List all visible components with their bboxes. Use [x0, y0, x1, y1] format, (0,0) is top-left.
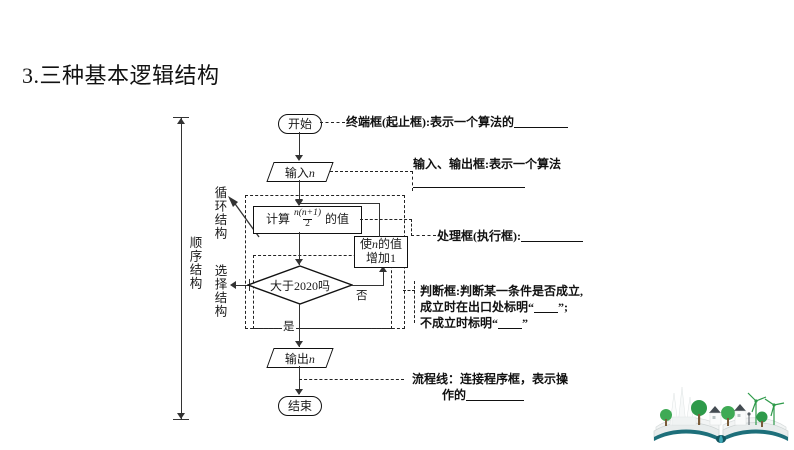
flowline-no-branch — [352, 285, 384, 286]
flow-node-input-var: n — [309, 165, 315, 180]
annotation-flowline: 流程线：连接程序框，表示操 作的 — [412, 371, 568, 403]
flow-node-output-var: n — [309, 351, 315, 366]
flowline-arrow-1 — [295, 155, 303, 161]
flowline-output-to-end — [299, 366, 300, 394]
open-book-eco-city-illustration — [652, 375, 790, 445]
flow-node-process-prefix: 计算 — [265, 211, 290, 226]
edge-label-yes: 是 — [282, 318, 296, 334]
loop-structure-label: 循环结构 — [212, 186, 227, 240]
leader-decision-h — [403, 290, 415, 291]
flow-node-input-label: 输入 — [284, 165, 309, 180]
fraction-denominator: 2 — [303, 219, 312, 229]
annotation-decision-line2: 成立时在出口处标明“ ”; — [420, 299, 583, 315]
flow-node-start[interactable]: 开始 — [278, 114, 322, 134]
flow-node-end-label: 结束 — [287, 399, 312, 413]
annotation-decision-blank-no — [498, 328, 523, 330]
flowline-no-branch-up — [383, 268, 384, 286]
annotation-decision-line1: 判断框:判断某一条件是否成立, — [420, 284, 583, 298]
flow-node-decision[interactable]: 大于2020吗 — [247, 265, 353, 305]
flow-node-end[interactable]: 结束 — [278, 396, 322, 416]
annotation-decision-line2-pre: 成立时在出口处标明“ — [420, 300, 535, 315]
annotation-terminal: 终端框(起止框):表示一个算法的 — [346, 114, 568, 130]
flow-node-output[interactable]: 输出n — [266, 348, 334, 368]
leader-process-v — [411, 219, 412, 236]
edge-label-no: 否 — [355, 287, 369, 303]
flowline-arrow-3 — [295, 259, 303, 265]
fraction: n(n+1)2 — [292, 208, 323, 230]
annotation-process: 处理框(执行框): — [437, 228, 583, 244]
page-title: 3.三种基本逻辑结构 — [22, 63, 220, 88]
leader-io-v — [412, 171, 413, 191]
leader-decision-v — [414, 281, 415, 323]
flowline-start-to-input — [299, 132, 300, 159]
flowline-input-to-process — [299, 180, 300, 205]
annotation-decision-blank-yes — [534, 312, 559, 314]
flow-node-input[interactable]: 输入n — [266, 162, 334, 182]
flow-node-increment-prefix: 使 — [359, 237, 372, 252]
flowline-arrow-loopback — [295, 199, 303, 205]
annotation-flowline-blank — [466, 400, 525, 402]
annotation-terminal-blank — [514, 127, 568, 128]
flow-node-increment[interactable]: 使n的值 增加1 — [354, 236, 408, 268]
flow-node-start-label: 开始 — [287, 117, 312, 131]
annotation-io-blank — [413, 187, 525, 189]
flow-node-decision-label: 大于2020吗 — [269, 278, 330, 293]
flowline-yes-branch — [299, 304, 300, 347]
annotation-flowline-line2: 作的 — [442, 388, 467, 403]
flowline-arrow-4 — [295, 341, 303, 347]
annotation-terminal-text: 终端框(起止框):表示一个算法的 — [346, 115, 514, 129]
annotation-process-text: 处理框(执行框): — [437, 229, 521, 243]
annotation-io: 输入、输出框:表示一个算法 — [413, 156, 561, 190]
annotation-io-line1: 输入、输出框:表示一个算法 — [413, 157, 561, 171]
sequence-structure-label: 顺序结构 — [187, 236, 202, 290]
flowline-arrow-no — [379, 266, 387, 272]
flowline-process-to-decision — [299, 232, 300, 265]
annotation-decision-line3: 不成立时标明“ ” — [420, 315, 583, 331]
fraction-numerator: n(n+1) — [294, 208, 321, 219]
flowline-loopback-left — [299, 203, 380, 204]
annotation-flowline-line1: 流程线：连接程序框，表示操 — [412, 372, 569, 386]
annotation-decision-line3-post: ” — [522, 316, 529, 331]
annotation-decision-line2-post: ”; — [558, 300, 569, 315]
leader-terminal — [320, 122, 345, 123]
flowline-arrow-5 — [295, 389, 303, 395]
leader-process-h — [360, 219, 412, 220]
leader-flowline — [299, 379, 404, 380]
flow-node-output-label: 输出 — [284, 351, 309, 366]
flowline-loopback-up — [379, 204, 380, 237]
flow-node-increment-line2: 增加1 — [365, 251, 396, 265]
annotation-process-blank — [521, 241, 583, 242]
annotation-decision: 判断框:判断某一条件是否成立, 成立时在出口处标明“ ”; 不成立时标明“ ” — [420, 283, 583, 332]
annotation-decision-line3-pre: 不成立时标明“ — [420, 316, 499, 331]
flow-node-increment-var: n — [372, 237, 378, 252]
selection-structure-region — [253, 255, 392, 329]
leader-io — [330, 171, 413, 172]
flow-node-increment-suffix: 的值 — [378, 237, 403, 252]
leader-process-h2 — [411, 235, 436, 236]
selection-structure-label: 选择结构 — [212, 264, 227, 318]
flow-node-process-suffix: 的值 — [325, 211, 350, 226]
